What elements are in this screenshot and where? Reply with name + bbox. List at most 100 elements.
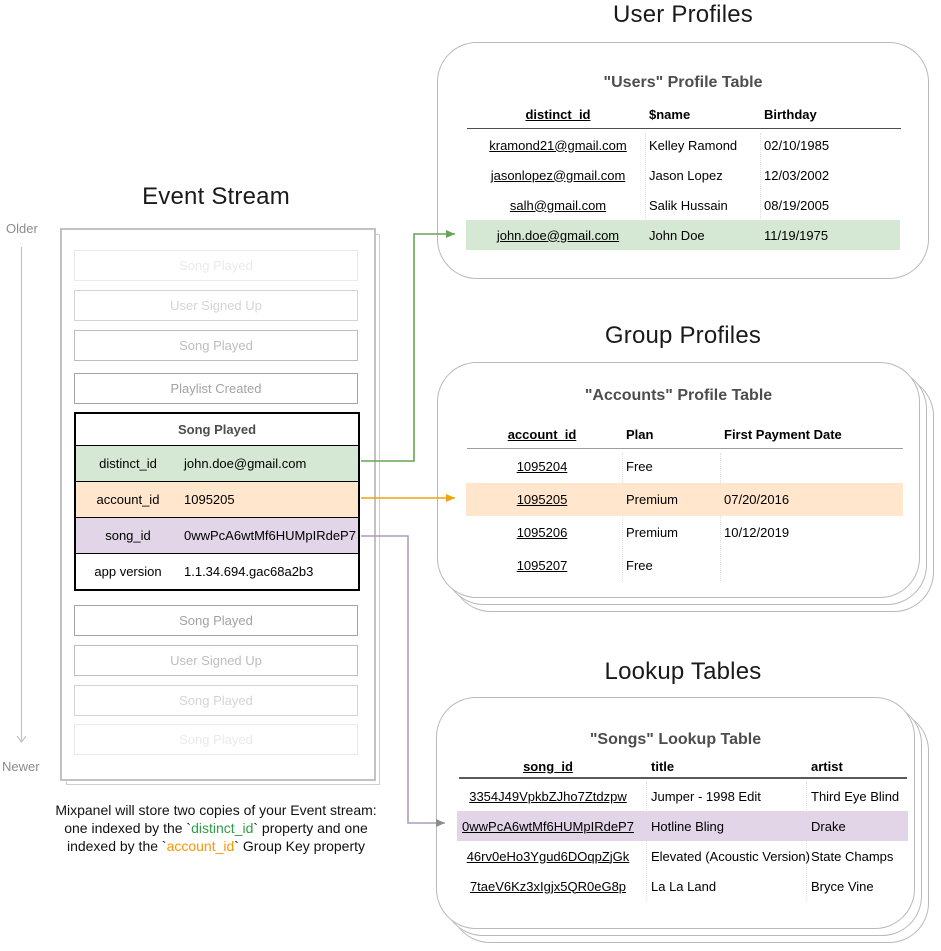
cell-name: Salik Hussain xyxy=(649,197,728,213)
column-header-distinct-id: distinct_id xyxy=(525,107,591,122)
caption-line-2: one indexed by the `distinct_id` propert… xyxy=(35,819,397,837)
expanded-event-card: Song Played distinct_id john.doe@gmail.c… xyxy=(74,412,360,591)
user-profiles-title: User Profiles xyxy=(613,1,753,28)
cell-song-id: 7taeV6Kz3xIgjx5QR0eG8p xyxy=(469,878,627,894)
property-key: app version xyxy=(94,564,162,579)
cell-song-id: 3354J49VpkbZJho7Ztdzpw xyxy=(469,788,627,804)
caption-line-1: Mixpanel will store two copies of your E… xyxy=(55,802,377,818)
cell-birthday: 12/03/2002 xyxy=(764,167,830,183)
column-header-song-id: song_id xyxy=(523,758,573,774)
users-table-title: "Users" Profile Table xyxy=(603,74,763,91)
users-profile-card: "Users" Profile Table distinct_id $name … xyxy=(437,42,929,279)
event-property-account-id: account_id 1095205 xyxy=(76,482,358,518)
cell-first-payment-date xyxy=(724,549,894,582)
accounts-table-header: account_id Plan First Payment Date xyxy=(438,421,919,448)
cell-distinct-id: salh@gmail.com xyxy=(509,197,607,213)
cell-birthday: 02/10/1985 xyxy=(764,137,830,153)
header-divider xyxy=(459,777,907,779)
column-header-birthday: Birthday xyxy=(764,107,817,122)
event-box: Song Played xyxy=(74,605,358,636)
table-row: 3354J49VpkbZJho7Ztdzpw Jumper - 1998 Edi… xyxy=(437,781,914,811)
caption-line-3: indexed by the `account_id` Group Key pr… xyxy=(35,837,397,855)
cell-account-id: 1095207 xyxy=(516,558,568,573)
caption-text: indexed by the ` xyxy=(66,838,167,854)
group-profiles-title: Group Profiles xyxy=(604,322,762,349)
expanded-event-title: Song Played xyxy=(76,414,358,446)
event-label: Song Played xyxy=(179,693,253,708)
column-divider xyxy=(622,453,623,581)
cell-title: Elevated (Acoustic Version) xyxy=(651,848,810,864)
event-label: User Signed Up xyxy=(170,298,262,313)
table-row-highlighted: john.doe@gmail.com John Doe 11/19/1975 xyxy=(438,220,928,250)
event-box: Playlist Created xyxy=(74,373,358,404)
highlighted-row-background xyxy=(466,220,900,250)
cell-plan: Free xyxy=(626,558,653,573)
event-stream-container: Song Played User Signed Up Song Played P… xyxy=(60,228,376,781)
cell-artist: Drake xyxy=(811,818,846,834)
event-box: Song Played xyxy=(74,250,358,281)
event-box: User Signed Up xyxy=(74,290,358,321)
event-label: Song Played xyxy=(179,732,253,747)
event-property-song-id: song_id 0wwPcA6wtMf6HUMpIRdeP7 xyxy=(76,518,358,554)
column-header-account-id: account_id xyxy=(507,427,577,442)
column-header-name: $name xyxy=(649,107,691,122)
cell-plan: Free xyxy=(626,459,653,474)
lookup-tables-title: Lookup Tables xyxy=(604,658,762,685)
event-box: User Signed Up xyxy=(74,645,358,676)
cell-title: Hotline Bling xyxy=(651,818,724,834)
caption: Mixpanel will store two copies of your E… xyxy=(35,801,397,855)
column-header-title: title xyxy=(651,758,675,774)
event-box: Song Played xyxy=(74,330,358,361)
event-label: Song Played xyxy=(179,258,253,273)
cell-distinct-id: kramond21@gmail.com xyxy=(489,137,627,153)
table-row-highlighted: 1095205 Premium 07/20/2016 xyxy=(438,483,919,516)
cell-first-payment-date xyxy=(724,450,894,483)
column-divider xyxy=(806,782,807,900)
accounts-profile-card: "Accounts" Profile Table account_id Plan… xyxy=(437,362,920,598)
caption-text: ` property and one xyxy=(253,820,368,836)
cell-account-id: 1095205 xyxy=(516,492,568,507)
table-row: 46rv0eHo3Ygud6DOqpZjGk Elevated (Acousti… xyxy=(437,841,914,871)
event-label: Playlist Created xyxy=(170,381,262,396)
event-property-app-version: app version 1.1.34.694.gac68a2b3 xyxy=(76,554,358,589)
column-header-first-payment-date: First Payment Date xyxy=(724,427,842,442)
column-divider xyxy=(646,782,647,900)
cell-name: Kelley Ramond xyxy=(649,137,738,153)
cell-title: La La Land xyxy=(651,878,717,894)
cell-distinct-id: john.doe@gmail.com xyxy=(496,227,620,243)
songs-table-header: song_id title artist xyxy=(437,753,914,779)
caption-text: one indexed by the ` xyxy=(64,820,192,836)
event-stream-title: Event Stream xyxy=(142,183,290,210)
table-row: 7taeV6Kz3xIgjx5QR0eG8p La La Land Bryce … xyxy=(437,871,914,901)
column-header-artist: artist xyxy=(811,758,843,774)
property-key: account_id xyxy=(96,492,160,507)
cell-title: Jumper - 1998 Edit xyxy=(651,788,761,804)
event-box: Song Played xyxy=(74,724,358,755)
property-value: 1.1.34.694.gac68a2b3 xyxy=(184,564,314,579)
cell-plan: Premium xyxy=(626,525,679,540)
cell-artist: Bryce Vine xyxy=(811,878,874,894)
header-divider xyxy=(467,448,903,449)
cell-account-id: 1095204 xyxy=(516,459,568,474)
cell-name: Jason Lopez xyxy=(649,167,723,183)
older-label: Older xyxy=(6,221,38,236)
caption-text: ` Group Key property xyxy=(234,838,366,854)
event-box: Song Played xyxy=(74,685,358,716)
songs-table-title: "Songs" Lookup Table xyxy=(589,731,762,748)
users-table-header: distinct_id $name Birthday xyxy=(438,101,928,128)
header-divider xyxy=(467,128,901,129)
column-header-plan: Plan xyxy=(626,427,654,442)
property-key: distinct_id xyxy=(99,456,157,471)
table-row: salh@gmail.com Salik Hussain 08/19/2005 xyxy=(438,190,928,220)
songs-lookup-card: "Songs" Lookup Table song_id title artis… xyxy=(436,697,915,929)
accounts-table-title: "Accounts" Profile Table xyxy=(584,387,773,404)
cell-song-id: 46rv0eHo3Ygud6DOqpZjGk xyxy=(466,848,630,864)
cell-birthday: 11/19/1975 xyxy=(764,227,829,243)
table-row: 1095207 Free xyxy=(438,549,919,582)
cell-distinct-id: jasonlopez@gmail.com xyxy=(490,167,626,183)
table-row: 1095204 Free xyxy=(438,450,919,483)
highlighted-row-background xyxy=(466,483,903,516)
event-property-distinct-id: distinct_id john.doe@gmail.com xyxy=(76,446,358,482)
table-row-highlighted: 0wwPcA6wtMf6HUMpIRdeP7 Hotline Bling Dra… xyxy=(437,811,914,841)
